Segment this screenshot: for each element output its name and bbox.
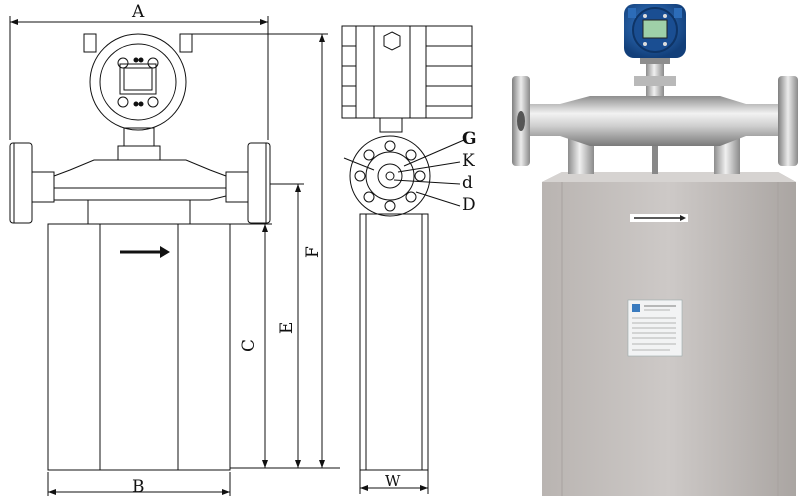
- label-K: K: [462, 151, 475, 171]
- front-view-drawing: [9, 33, 271, 471]
- right-flange: [778, 76, 798, 166]
- label-C: C: [239, 339, 259, 352]
- flange-face-outline: [349, 135, 431, 217]
- label-F: F: [303, 246, 323, 258]
- head-side-outline: [341, 25, 473, 119]
- right-flange-outline: [247, 142, 271, 224]
- side-view-drawing: [341, 25, 473, 471]
- dimension-lines: [9, 16, 429, 496]
- sensor-box-outline: [47, 223, 231, 471]
- label-A: A: [131, 2, 145, 22]
- product-photo: [512, 4, 798, 496]
- transmitter-display: [642, 19, 668, 39]
- label-G: G: [462, 129, 477, 149]
- label-B: B: [132, 477, 145, 497]
- sensor-box-side-outline: [359, 213, 429, 471]
- label-d: d: [462, 173, 473, 193]
- left-flange-outline: [9, 142, 33, 224]
- main-pipe: [528, 96, 780, 146]
- label-W: W: [385, 472, 401, 490]
- label-E: E: [277, 322, 297, 334]
- label-D: D: [462, 195, 476, 215]
- transmitter-head-outline: [89, 33, 187, 131]
